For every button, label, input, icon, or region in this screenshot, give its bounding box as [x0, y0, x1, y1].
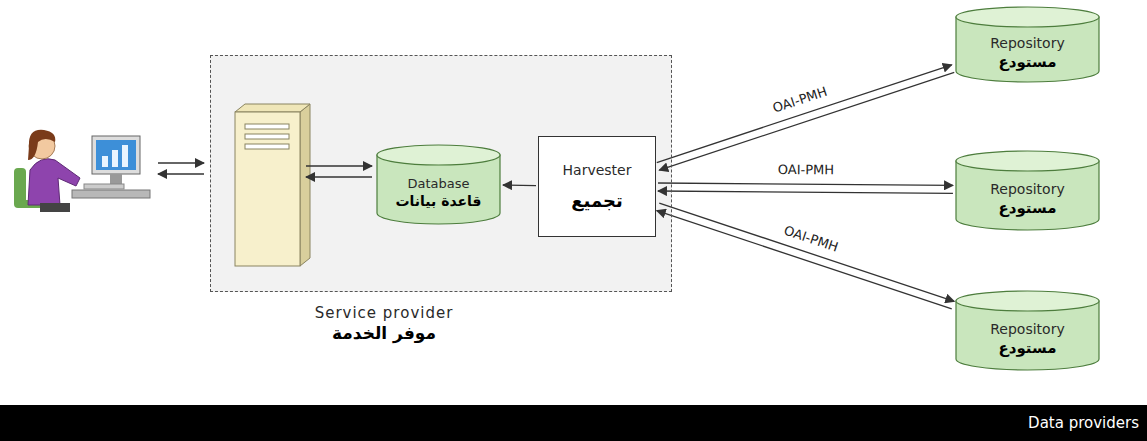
node-subtitle: تجميع — [571, 190, 622, 212]
node-subtitle: مستودع — [998, 199, 1056, 217]
chart-bar — [122, 145, 128, 167]
group-caption: Service providerموفر الخدمة — [274, 303, 494, 344]
monitor-screen — [96, 140, 136, 170]
protocol-arrow — [658, 191, 953, 193]
node-subtitle: موفر الخدمة — [274, 323, 494, 343]
protocol-arrow — [659, 203, 954, 301]
server-tower — [235, 104, 310, 266]
protocol-arrow — [657, 211, 952, 309]
node-text-area: Repositoryمستودع — [955, 312, 1100, 366]
node-subtitle: قاعدة بيانات — [395, 193, 481, 210]
node-text-area: Repositoryمستودع — [955, 172, 1100, 226]
node-subtitle: مستودع — [998, 339, 1056, 357]
service-provider-group: Databaseقاعدة بياناتHarvesterتجميعServic… — [210, 55, 672, 292]
chart-bar — [112, 150, 118, 167]
protocol-arrow — [657, 65, 952, 163]
service-area-ground — [210, 55, 672, 292]
cylinder-top — [956, 7, 1099, 27]
server-front — [235, 112, 300, 266]
server-slot — [245, 134, 289, 139]
cylinder-top — [956, 151, 1099, 171]
protocol-arrow — [503, 184, 536, 186]
group-label: Data providers — [1028, 414, 1139, 432]
node-title: Database — [407, 176, 469, 192]
server-slot — [245, 124, 289, 129]
request-arrow — [158, 162, 204, 163]
node-title: Service provider — [274, 304, 494, 322]
user-body — [28, 159, 80, 205]
database-cylinder: Databaseقاعدة بيانات — [376, 144, 501, 224]
keyboard — [84, 184, 124, 189]
repository-cylinder: Repositoryمستودع — [955, 290, 1100, 370]
node-title: Repository — [990, 181, 1064, 198]
node-title: Repository — [990, 35, 1064, 52]
harvester-box: Harvester تجميع — [538, 136, 656, 237]
node-text-area: Databaseقاعدة بيانات — [376, 166, 501, 220]
node-text-area: Repositoryمستودع — [955, 28, 1100, 78]
node-title: Repository — [990, 321, 1064, 338]
server-slot — [245, 144, 289, 149]
protocol-arrow — [658, 183, 953, 185]
cylinder-top — [956, 291, 1099, 311]
chart-bar — [102, 156, 108, 167]
monitor-stand — [110, 174, 122, 184]
repository-cylinder: Repositoryمستودع — [955, 150, 1100, 230]
user-icon — [14, 130, 150, 212]
monitor — [92, 136, 140, 174]
cylinder-top — [377, 145, 500, 165]
node-text-area: Harvester تجميع — [539, 141, 655, 232]
node-title: Harvester — [563, 162, 632, 179]
result-arrow — [306, 176, 372, 177]
server-top — [235, 104, 310, 112]
protocol-label: OAI-PMH — [774, 162, 836, 178]
response-arrow — [158, 173, 204, 174]
user-legs — [40, 203, 70, 212]
node-subtitle: مستودع — [998, 53, 1056, 71]
server-side — [300, 104, 310, 266]
repository-cylinder: Repositoryمستودع — [955, 6, 1100, 82]
user-hair — [28, 130, 55, 160]
protocol-arrow — [659, 72, 954, 170]
protocol-label: OAI-PMH — [779, 222, 843, 256]
footer-band — [0, 405, 1147, 441]
desk — [72, 190, 150, 198]
protocol-label: OAI-PMH — [768, 83, 832, 117]
query-arrow — [306, 165, 372, 166]
